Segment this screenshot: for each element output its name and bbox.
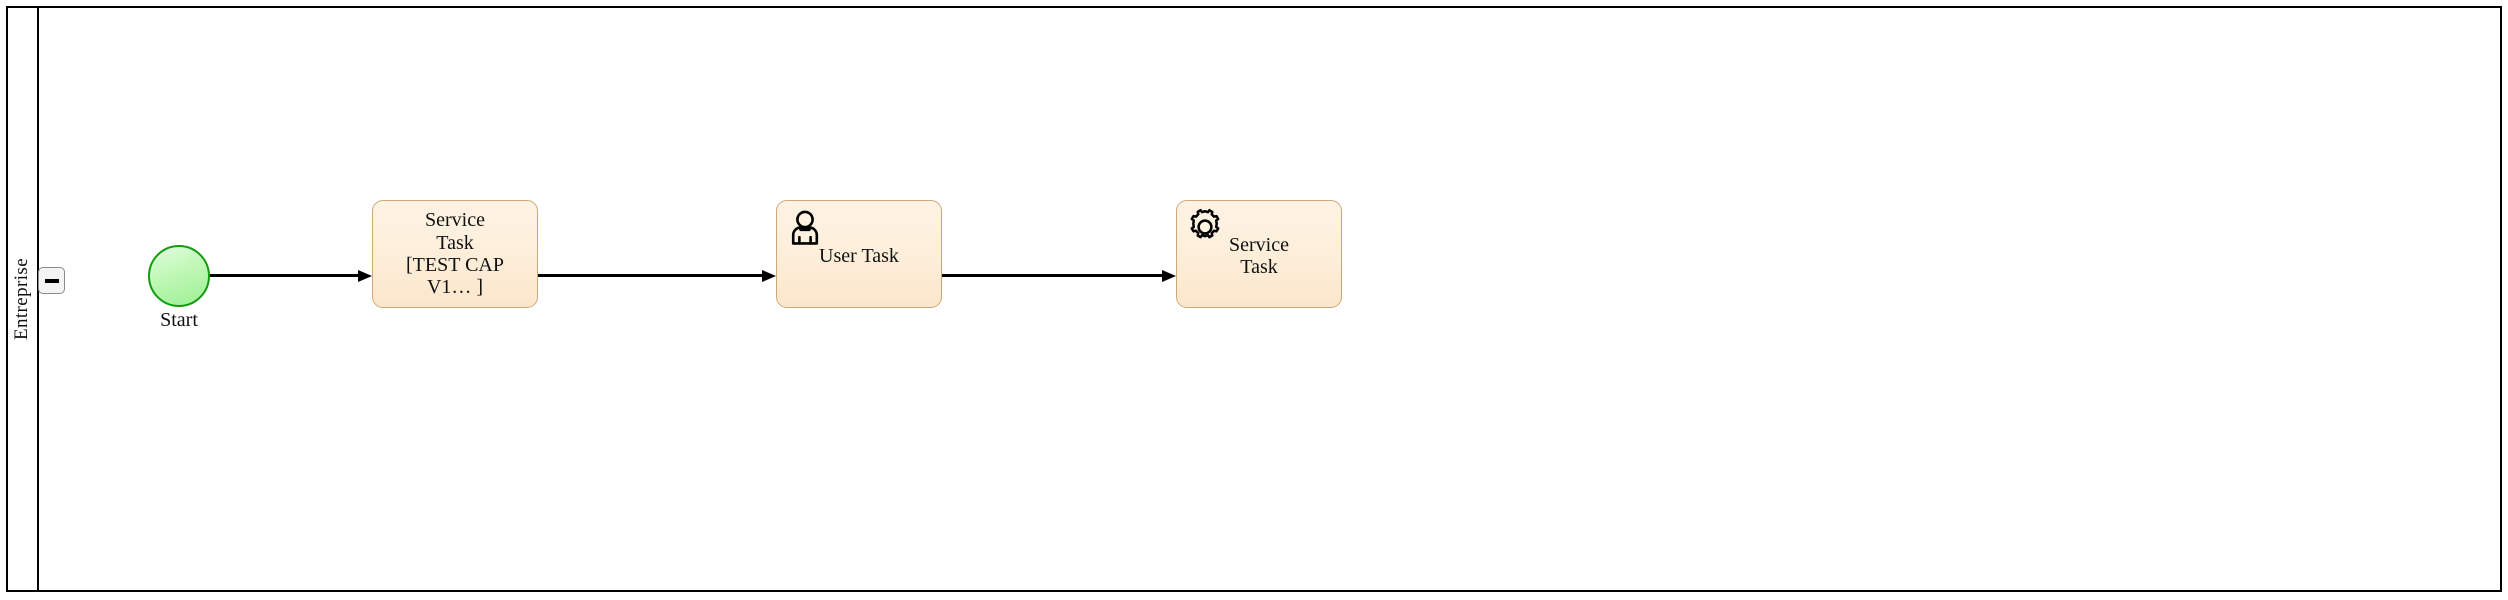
flow-line — [942, 274, 1163, 278]
start-event-label: Start — [160, 309, 198, 331]
flow-line — [538, 274, 763, 278]
pool-name-label: Entreprise — [11, 257, 33, 341]
task-label: User Task — [819, 244, 899, 267]
pool-collapse-toggle[interactable] — [38, 267, 65, 294]
arrowhead-icon — [762, 270, 776, 282]
task-label: Service Task — [1229, 233, 1289, 278]
user-icon — [785, 207, 825, 247]
arrowhead-icon — [358, 270, 372, 282]
start-event[interactable]: Start — [148, 245, 210, 331]
minus-icon — [44, 278, 59, 283]
start-event-circle — [148, 245, 210, 307]
arrowhead-icon — [1162, 270, 1176, 282]
sequence-flow-task1-to-task2[interactable] — [538, 270, 776, 282]
flow-line — [210, 274, 359, 278]
task-label: Service Task [TEST CAP V1… ] — [406, 209, 504, 299]
sequence-flow-start-to-task1[interactable] — [210, 270, 372, 282]
task-service-task[interactable]: Service Task — [1176, 200, 1342, 308]
sequence-flow-task2-to-task3[interactable] — [942, 270, 1176, 282]
task-service-test-cap[interactable]: Service Task [TEST CAP V1… ] — [372, 200, 538, 308]
gear-icon — [1185, 207, 1225, 247]
task-user-task[interactable]: User Task — [776, 200, 942, 308]
pool-label-column: Entreprise — [8, 8, 39, 590]
